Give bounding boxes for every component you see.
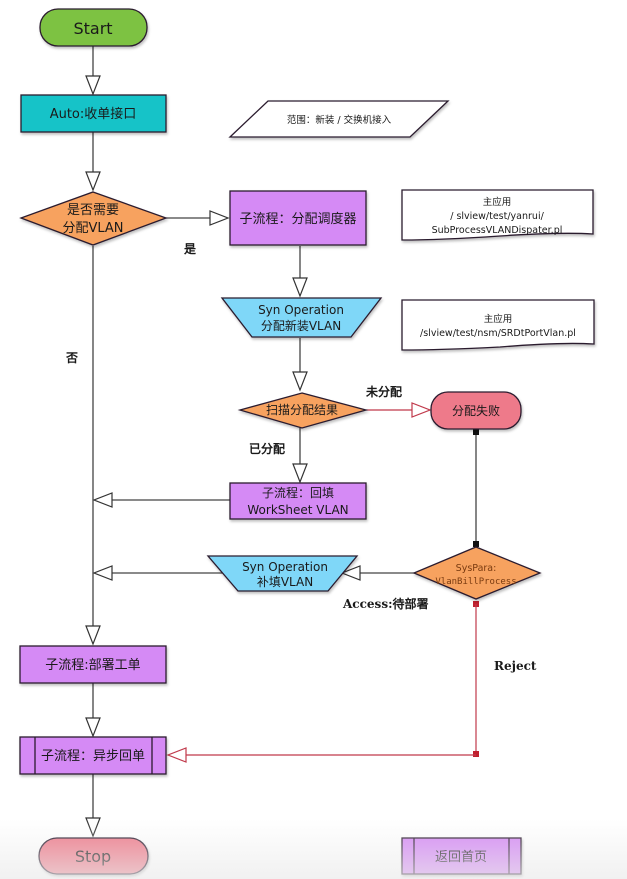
auto-process[interactable]: [20, 94, 167, 133]
backfill-line1: 子流程：回填: [262, 485, 334, 500]
arrow-head-icon: [92, 565, 113, 581]
yes-label: 是: [183, 242, 197, 256]
note1-line3: SubProcessVLANDispater.pl: [432, 225, 563, 236]
arrow-head-icon: [85, 625, 101, 646]
connectors: [85, 46, 479, 838]
deploy-label: 子流程:部署工单: [45, 658, 140, 673]
dispatcher-label: 子流程：分配调度器: [239, 211, 356, 227]
start-terminal[interactable]: [39, 8, 148, 47]
note2-line1: 主应用: [484, 313, 513, 325]
need-vlan-line2: 分配VLAN: [62, 221, 123, 236]
backfill-subprocess[interactable]: [229, 482, 367, 520]
allocated-label: 已分配: [249, 441, 285, 456]
reject-label: Reject: [494, 659, 537, 673]
backfill-line2: WorkSheet VLAN: [247, 503, 348, 517]
unallocated-label: 未分配: [365, 384, 402, 399]
node-need-vlan[interactable]: 是否需要 分配VLAN: [19, 191, 168, 246]
node-back-home[interactable]: 返回首页: [401, 837, 522, 875]
scan-result-decision[interactable]: [237, 392, 369, 429]
scan-result-label: 扫描分配结果: [266, 403, 338, 417]
arrow-head-icon: [85, 75, 101, 96]
need-vlan-line1: 是否需要: [67, 203, 119, 218]
syn-fill-line1: Syn Operation: [242, 560, 328, 574]
syspara-line1: SysPara:: [456, 563, 497, 574]
need-vlan-decision[interactable]: [19, 191, 168, 246]
async-reply-predefined-process[interactable]: [19, 736, 167, 775]
note2-line2: /slview/test/nsm/SRDtPortVlan.pl: [420, 328, 576, 339]
arrow-head-icon: [85, 171, 101, 192]
syspara-decision[interactable]: [412, 546, 542, 600]
node-backfill[interactable]: 子流程：回填 WorkSheet VLAN: [229, 482, 367, 520]
connector-dot: [473, 541, 479, 547]
arrow-head-icon: [292, 371, 308, 392]
syn-fill-line2: 补填VLAN: [257, 575, 313, 589]
node-dispatcher[interactable]: 子流程：分配调度器: [229, 190, 367, 246]
note1-line2: / slview/test/yanrui/: [450, 211, 544, 222]
connector-dot: [473, 429, 479, 435]
access-label: Access:待部署: [342, 596, 429, 611]
arrow-head-icon: [166, 747, 187, 763]
node-scan-result[interactable]: 扫描分配结果: [237, 392, 369, 429]
stop-label: Stop: [75, 847, 111, 866]
syspara-line2: VlanBillProcess: [435, 577, 516, 587]
edge-labels: 是 否 未分配 已分配 Access:待部署 Reject: [65, 242, 537, 673]
node-deploy[interactable]: 子流程:部署工单: [19, 645, 167, 684]
start-label: Start: [73, 19, 112, 38]
note1-document: [401, 189, 594, 241]
arrow-head-icon: [85, 717, 101, 738]
arrow-head-icon: [92, 492, 113, 508]
async-reply-label: 子流程：异步回单: [41, 749, 145, 764]
arrow-head-icon: [85, 817, 101, 838]
node-auto[interactable]: Auto:收单接口: [20, 94, 167, 133]
back-home-label: 返回首页: [435, 850, 487, 865]
dispatcher-subprocess[interactable]: [229, 190, 367, 246]
arrow-head-icon: [411, 402, 432, 418]
arrow-head-icon: [292, 277, 308, 298]
scope-note-shape: [228, 100, 450, 138]
node-syn-fill[interactable]: Syn Operation 补填VLAN: [206, 555, 359, 592]
node-start[interactable]: Start: [39, 8, 148, 47]
syn-alloc-operation[interactable]: [220, 297, 383, 338]
note2-document: [401, 299, 595, 351]
syn-fill-operation[interactable]: [206, 555, 359, 592]
node-async-reply[interactable]: 子流程：异步回单: [19, 736, 167, 775]
deploy-subprocess[interactable]: [19, 645, 167, 684]
node-scope-note: 范围：新装 / 交换机接入: [228, 100, 450, 138]
syn-alloc-line2: 分配新装VLAN: [261, 318, 341, 333]
alloc-fail-label: 分配失败: [452, 403, 500, 418]
auto-label: Auto:收单接口: [50, 106, 137, 122]
node-syn-alloc[interactable]: Syn Operation 分配新装VLAN: [220, 297, 383, 338]
connector-dot: [473, 751, 479, 757]
no-label: 否: [65, 351, 78, 365]
syn-alloc-line1: Syn Operation: [258, 303, 344, 317]
node-note2: 主应用 /slview/test/nsm/SRDtPortVlan.pl: [401, 299, 595, 351]
scope-note-label: 范围：新装 / 交换机接入: [287, 114, 392, 126]
arrow-head-icon: [340, 565, 361, 581]
node-syspara[interactable]: SysPara: VlanBillProcess: [412, 546, 542, 600]
node-note1: 主应用 / slview/test/yanrui/ SubProcessVLAN…: [401, 189, 594, 241]
node-stop[interactable]: Stop: [38, 837, 149, 875]
note1-line1: 主应用: [483, 196, 512, 208]
arrow-head-icon: [209, 210, 230, 226]
arrow-head-icon: [292, 463, 308, 484]
node-alloc-fail[interactable]: 分配失败: [430, 391, 522, 430]
alloc-fail-terminal[interactable]: [430, 391, 522, 430]
